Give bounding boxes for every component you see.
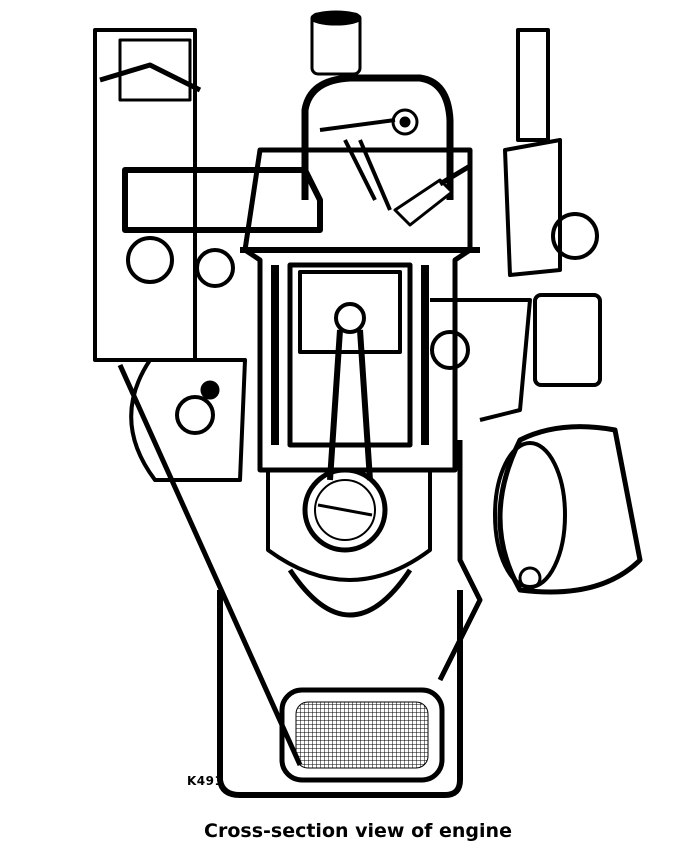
piston-connecting-rod — [298, 270, 402, 481]
crankshaft — [266, 467, 432, 618]
distributor — [430, 28, 602, 422]
cylinder-block — [240, 147, 480, 473]
spark-plug — [393, 163, 472, 227]
figure-reference-code: K491 — [187, 774, 224, 788]
carburettor — [93, 28, 323, 362]
oil-sump — [217, 590, 463, 798]
rocker-cover — [301, 74, 454, 211]
dipstick — [117, 363, 303, 767]
dynamo — [129, 358, 247, 482]
oil-filter — [437, 424, 643, 682]
engine-cross-section-illustration — [93, 10, 643, 798]
oil-filler-cap — [310, 10, 362, 76]
figure-caption: Cross-section view of engine — [204, 820, 512, 842]
